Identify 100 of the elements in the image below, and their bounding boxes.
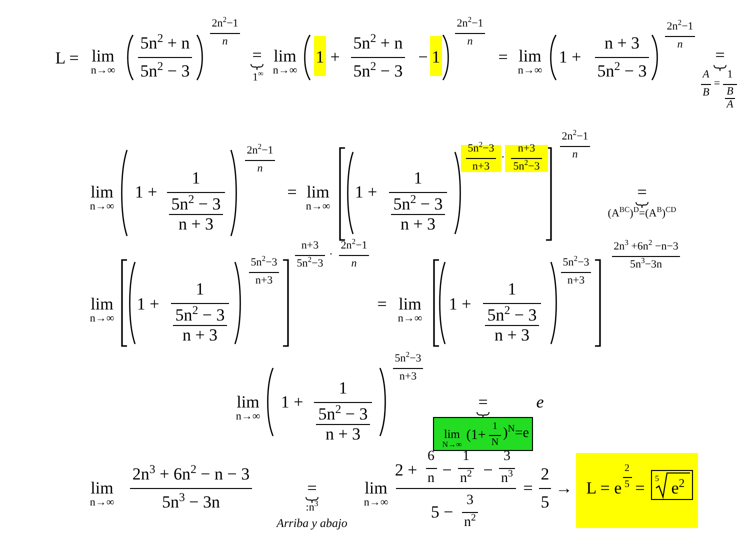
math-term: e$^{2}$ [671,480,685,496]
numerator: 5n$^{2}$ − 3 [318,406,368,423]
math-term: − [483,462,493,478]
math-term: · [329,250,333,260]
limit-subscript: n→∞ [364,498,388,508]
denominator: n$^{3}$ [501,472,513,486]
numerator: 5n$^{2}$ + n [353,34,403,52]
numerator: n+3 [518,144,536,155]
numerator: A [702,70,710,81]
denominator: n$^{2}$ [460,472,472,486]
limit-subscript: n→∞ [90,498,114,508]
denominator: N [491,438,499,448]
numerator: 2n$^{3}$ + 6n$^{2}$ − n − 3 [132,466,250,483]
denominator: n+3 [567,275,585,286]
denominator: n [467,36,473,48]
math-term: = [637,184,647,200]
limit-operator: lim [306,184,330,200]
numerator: 1 [508,280,516,298]
math-term: + [330,48,340,66]
denominator: n + 3 [400,216,436,233]
limit-operator: lim [236,394,260,410]
numerator: 2n$^{2}$−1 [456,18,484,30]
math-term: − [418,48,428,66]
math-term: 1 + [136,296,160,312]
math-term: 2 + [394,462,418,478]
numerator: 5n$^{2}$ − 3 [487,306,537,324]
limit-subscript: n→∞ [90,66,116,76]
numerator: 3 [466,494,474,508]
math-term: = [715,46,725,64]
denominator: A [726,99,734,110]
denominator: 5n$^{2}$−3 [513,161,540,172]
denominator: n [677,39,683,50]
denominator: n [222,36,228,48]
numerator: 1 [414,170,422,187]
denominator: n + 3 [494,326,530,344]
math-term: = [714,78,720,90]
math-term: 1 [432,48,440,66]
math-term: )$^{N}$=e [503,427,529,441]
numerator: 3 [504,450,510,464]
numerator: 1 [196,280,204,298]
math-term: = [252,46,262,64]
numerator: 2 [540,466,550,483]
denominator: n$^{2}$ [464,516,476,530]
limit-subscript: n→∞ [236,412,260,422]
math-term: 1 + [354,184,378,200]
numerator: 5n$^{2}$ − 3 [175,306,225,324]
numerator: 5n$^{2}$ − 3 [171,196,221,213]
denominator: n+3 [255,275,273,286]
math-term: = [523,480,533,496]
math-term: → [556,480,572,496]
denominator: 5 [540,493,550,510]
limit-subscript: n→∞ [90,202,114,212]
denominator: n [351,258,357,270]
denominator: B [702,87,710,98]
limit-operator: lim [90,480,114,496]
denominator: 5n$^{2}$ − 3 [140,62,190,80]
math-term: = [478,394,488,410]
math-term: L = [55,50,79,66]
numerator: 5n$^{2}$−3 [394,354,422,365]
numerator: 2n$^{2}$−1 [212,18,238,30]
denominator: n+3 [399,371,417,382]
numerator: n+3 [301,240,319,252]
limit-operator: lim [364,480,388,496]
limit-subscript: n→∞ [306,202,330,212]
denominator: n [257,163,263,174]
math-term: · [501,152,505,164]
math-term: = [377,296,387,312]
limit-operator: lim [398,296,422,312]
numerator: 5n$^{2}$ − 3 [393,196,443,213]
highlight-box [433,417,533,451]
denominator: 5n$^{2}$ − 3 [597,62,647,80]
math-term: L = e [586,480,622,496]
numerator: 1 [192,170,200,187]
limit-subscript: N→∞ [442,441,462,449]
limit-operator: lim [92,48,114,64]
math-term: e [536,394,544,410]
math-term: 1 [316,48,324,66]
limit-subscript: n→∞ [90,314,114,324]
numerator: 2n$^{3}$ +6n$^{2}$ −n−3 [614,242,678,253]
denominator: n + 3 [182,326,218,344]
numerator: 2n$^{2}$−1 [666,22,694,33]
limit-subscript: n→∞ [272,66,298,76]
limit-operator: lim [518,48,542,64]
numerator: 5n$^{2}$−3 [250,258,278,269]
math-term: (A$^{BC}$)$^{D}$=(A$^{B}$)$^{CD}$ [608,208,676,220]
denominator: n+3 [472,161,490,172]
numerator: 2n$^{2}$−1 [340,240,368,252]
math-term: = [287,184,297,200]
math-term: = [498,48,508,66]
math-term: 1$^{∞}$ [252,72,264,84]
math-term: 5 [655,475,659,483]
math-term: 5 − [430,504,454,520]
denominator: 5n$^{3}$ − 3n [162,493,220,510]
limit-operator: lim [274,48,296,64]
denominator: 5 [624,480,630,490]
denominator: n [428,472,434,486]
math-term: 1 + [558,48,582,66]
numerator: 1 [462,450,470,464]
denominator: n + 3 [325,426,361,443]
denominator: n [572,149,578,160]
